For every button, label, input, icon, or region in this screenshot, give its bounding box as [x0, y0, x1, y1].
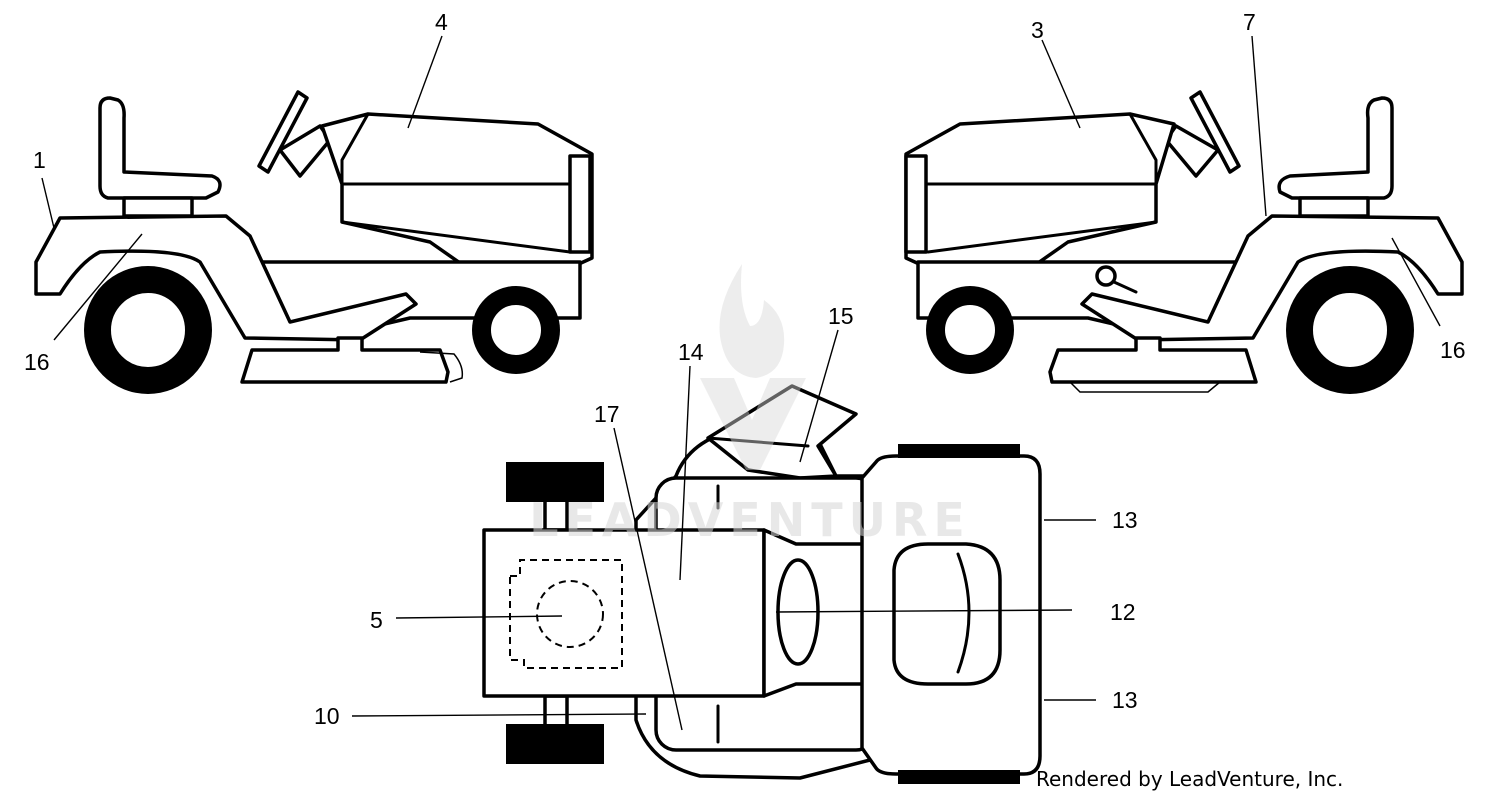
steering-wheel-right	[1189, 90, 1241, 174]
hood-top	[482, 528, 766, 698]
rear-wheel-top-lower	[898, 770, 1020, 784]
mower-deck-right	[1048, 336, 1258, 384]
mower-left-side-view	[34, 90, 594, 394]
callout-1: 1	[33, 147, 46, 173]
watermark-text: LEADVENTURE	[529, 493, 971, 547]
seat-post-right	[1298, 196, 1370, 218]
callout-3: 3	[1031, 17, 1044, 43]
callout-7: 7	[1243, 9, 1256, 35]
seat-top	[892, 542, 1002, 686]
callout-10: 10	[314, 703, 340, 729]
callout-14: 14	[678, 339, 704, 365]
callout-16-left: 16	[24, 349, 50, 375]
leadventure-watermark: LEADVENTURE	[529, 264, 971, 547]
callout-17: 17	[594, 401, 620, 427]
front-wheel-top-lower	[506, 724, 604, 764]
mower-right-side-view	[904, 90, 1464, 394]
callouts: 1 4 16 3 7 16 15 14 17 5 10 12 13 13	[24, 9, 1466, 729]
grille-left	[568, 154, 592, 254]
rear-wheel-top-upper	[898, 444, 1020, 458]
hood-left	[320, 112, 594, 278]
callout-4: 4	[435, 9, 448, 35]
render-credit: Rendered by LeadVenture, Inc.	[1036, 767, 1343, 791]
callout-15: 15	[828, 303, 854, 329]
rear-fender-right	[1080, 214, 1464, 342]
steering-wheel-left	[257, 90, 309, 174]
seat-right	[1277, 96, 1394, 200]
front-axle-top-lower	[543, 694, 569, 728]
callout-16-right: 16	[1440, 337, 1466, 363]
callout-12: 12	[1110, 599, 1136, 625]
seat-left	[98, 96, 222, 200]
leader-lines	[41, 35, 1441, 731]
ignition-key-right	[1095, 265, 1117, 287]
discharge-chute	[706, 384, 858, 480]
callout-5: 5	[370, 607, 383, 633]
callout-13-bottom: 13	[1112, 687, 1138, 713]
grille-right	[904, 154, 928, 254]
seat-post-left	[122, 196, 194, 218]
callout-13-top: 13	[1112, 507, 1138, 533]
hood-right	[904, 112, 1176, 278]
mower-deck-left	[240, 336, 450, 384]
mower-top-view	[482, 384, 1042, 784]
front-wheel-top-upper	[506, 462, 604, 502]
